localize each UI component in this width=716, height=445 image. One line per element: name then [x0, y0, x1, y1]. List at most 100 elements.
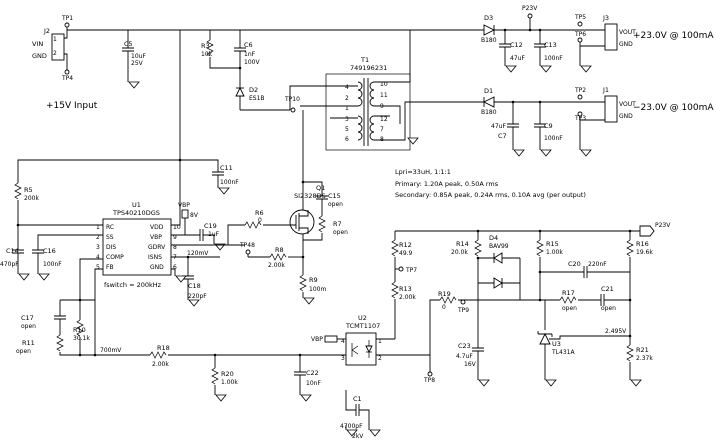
- ground-symbol: [478, 379, 490, 387]
- t1-outline: [325, 73, 411, 151]
- svg-text:SS: SS: [106, 234, 114, 241]
- r19-ref: R19: [438, 290, 451, 298]
- svg-text:VDD: VDD: [150, 224, 164, 231]
- r6-ref: R6: [255, 209, 264, 217]
- j2-ref: J2: [43, 27, 50, 35]
- ground-symbol: [215, 394, 227, 402]
- r7-ref: R7: [333, 220, 342, 228]
- r13-ref: R13: [399, 285, 412, 293]
- d4-diode-a: [493, 252, 503, 264]
- output-positive: D3 B180 P23V C12 47uF C13 100nF TP5 TP6 …: [430, 5, 714, 73]
- p23v-fb-label: P23V: [655, 222, 671, 229]
- ground-symbol: [630, 379, 642, 387]
- tp4: [64, 69, 70, 75]
- note-lpri: Lpri=33uH, 1:1:1: [395, 168, 451, 176]
- c20-value: 220nF: [588, 261, 607, 268]
- svg-text:1: 1: [378, 338, 382, 345]
- r6-value: 0: [258, 217, 262, 224]
- j1-gnd: GND: [619, 113, 633, 120]
- u1-value: TPS40210DGS: [112, 209, 160, 217]
- svg-text:6: 6: [173, 264, 177, 271]
- d4-ref: D4: [489, 234, 498, 242]
- svg-text:RC: RC: [106, 224, 114, 231]
- j2-vin-label: VIN: [32, 40, 43, 48]
- tp9: [460, 299, 466, 305]
- r13-resistor: [391, 281, 399, 299]
- r16-resistor: [626, 239, 634, 257]
- ground-symbol: [407, 137, 419, 145]
- u1-ic: [102, 218, 172, 276]
- svg-text:FB: FB: [106, 264, 114, 271]
- vbp-label: VBP: [178, 202, 190, 209]
- r17-value: open: [562, 305, 577, 312]
- svg-text:VBP: VBP: [150, 234, 162, 241]
- r20-resistor: [211, 367, 219, 385]
- d3-diode: [483, 24, 496, 36]
- r21-resistor: [626, 344, 634, 362]
- c23-ref: C23: [458, 342, 471, 350]
- tp8-ref: TP8: [423, 377, 435, 384]
- svg-text:DIS: DIS: [106, 244, 116, 251]
- c12-value: 47uF: [510, 55, 525, 62]
- r7-value: open: [333, 229, 348, 236]
- ground-symbol: [18, 273, 30, 281]
- c14-value: 470pF: [0, 261, 19, 268]
- ground-symbol: [300, 394, 312, 402]
- r15-ref: R15: [546, 240, 559, 248]
- svg-text:12: 12: [380, 116, 388, 123]
- tp1: [64, 22, 70, 28]
- c1-value: 4700pF: [340, 423, 363, 430]
- c6-ref: C6: [244, 41, 253, 49]
- ground-symbol: [580, 65, 592, 73]
- r12-value: 49.9: [399, 250, 413, 257]
- r9-resistor: [299, 274, 307, 292]
- design-notes: Lpri=33uH, 1:1:1 Primary: 1.20A peak, 0.…: [395, 168, 586, 199]
- c5-value: 10uF: [131, 53, 146, 60]
- r9-value: 100m: [309, 286, 326, 293]
- c15-value: open: [328, 201, 343, 208]
- r18-resistor: [149, 351, 167, 359]
- tp7-ref: TP7: [405, 267, 417, 274]
- r8-resistor: [269, 253, 287, 261]
- t1-ref: T1: [360, 56, 369, 64]
- r16-value: 19.6k: [636, 249, 653, 256]
- c16-ref: C16: [43, 247, 56, 255]
- c5-rating: 25V: [131, 60, 144, 67]
- svg-text:4: 4: [341, 338, 345, 345]
- svg-text:9: 9: [173, 234, 177, 241]
- ground-symbol: [128, 81, 140, 89]
- r20-value: 1.00k: [221, 379, 238, 386]
- ground-symbol: [545, 379, 557, 387]
- c22-ref: C22: [306, 369, 319, 377]
- u2-value: TCMT1107: [345, 322, 380, 330]
- r15-value: 1.00k: [546, 249, 563, 256]
- net-700mv: 700mV: [100, 347, 122, 354]
- svg-text:GND: GND: [150, 264, 164, 271]
- r17-resistor: [559, 296, 577, 304]
- input-label: +15V Input: [46, 101, 98, 111]
- r7-resistor: [318, 215, 326, 233]
- c21-value: open: [601, 305, 616, 312]
- tp2: [577, 94, 583, 100]
- c5-ref: C5: [124, 40, 133, 48]
- r9-ref: R9: [309, 276, 318, 284]
- ground-symbol: [303, 297, 315, 305]
- tp6: [577, 37, 583, 43]
- c6-value: 1nF: [244, 51, 256, 58]
- tp5-ref: TP5: [574, 14, 586, 21]
- out-positive-spec: +23.0V @ 100mA: [633, 31, 714, 41]
- c11-ref: C11: [220, 164, 233, 172]
- c18-value: 220pF: [188, 293, 207, 300]
- c21-ref: C21: [601, 285, 614, 293]
- tp7: [398, 266, 404, 272]
- u1-ref: U1: [132, 201, 141, 209]
- tp9-ref: TP9: [457, 307, 469, 314]
- r11-ref: R11: [22, 339, 35, 347]
- u3-reference: [539, 332, 551, 345]
- c17-value: open: [21, 323, 36, 330]
- c9-value: 100nF: [544, 135, 563, 142]
- ground-symbol: [505, 65, 517, 73]
- transformer-t1: T1 749196231 4 2 1 3 5 6 10 11 9 12 7 8 …: [240, 29, 470, 151]
- tp6-ref: TP6: [574, 31, 586, 38]
- t1-value: 749196231: [350, 64, 387, 72]
